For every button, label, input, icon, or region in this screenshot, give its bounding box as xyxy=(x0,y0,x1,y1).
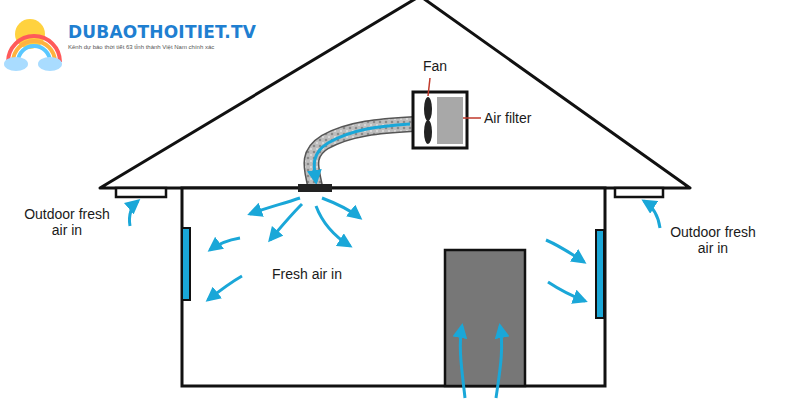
air-filter xyxy=(437,97,463,144)
fan-housing xyxy=(413,92,467,148)
airflow-arrow xyxy=(314,124,410,182)
eave-vent xyxy=(116,188,166,197)
logo-icon xyxy=(4,19,62,71)
ceiling-vent xyxy=(298,184,332,192)
part-label: Fan xyxy=(423,58,463,74)
window xyxy=(182,228,190,300)
leader-line xyxy=(463,117,481,119)
leader-line xyxy=(428,78,430,96)
airflow-label: Outdoor fresh air in xyxy=(18,206,116,238)
airflow-label: Fresh air in xyxy=(272,266,382,282)
duct-outline xyxy=(311,124,414,186)
eave-vent xyxy=(615,188,663,197)
fan-axle xyxy=(427,100,429,142)
airflow-label: Outdoor fresh air in xyxy=(664,224,762,256)
flexible-duct xyxy=(311,124,414,186)
house-walls xyxy=(182,188,605,386)
watermark-tagline: Kênh dự báo thời tiết 63 tỉnh thành Việt… xyxy=(68,44,268,51)
part-label: Air filter xyxy=(484,110,574,126)
window xyxy=(596,230,604,318)
airflow-arrows xyxy=(129,198,660,398)
door xyxy=(445,250,525,386)
watermark: DUBAOTHOITIET.TV xyxy=(68,22,268,42)
